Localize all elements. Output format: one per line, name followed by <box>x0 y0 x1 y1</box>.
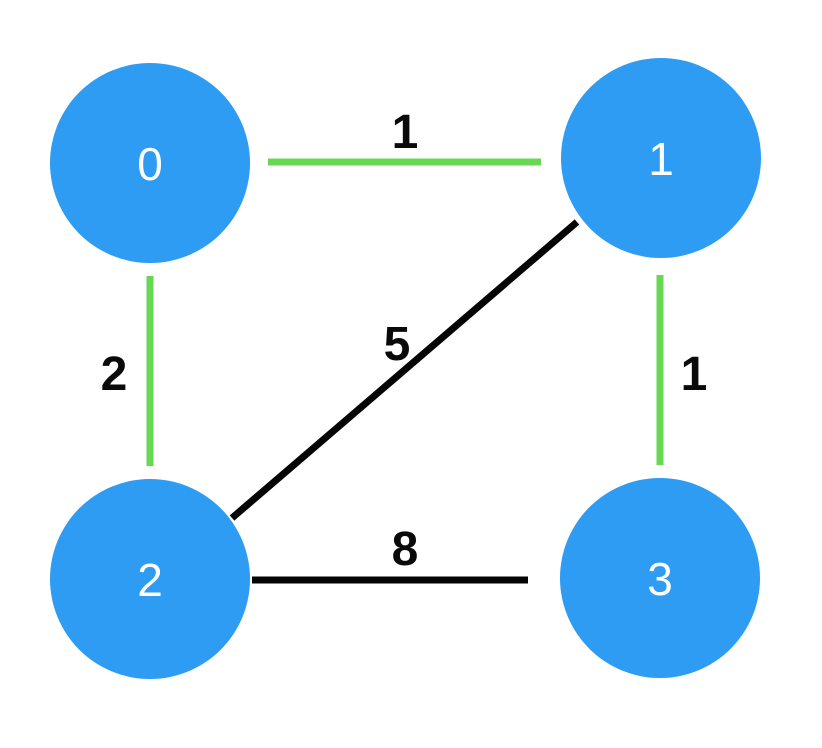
node-label-2: 2 <box>137 554 163 606</box>
edge-weight-label-2-3: 8 <box>392 523 419 576</box>
edge-weight-label-0-2: 2 <box>101 348 128 401</box>
edge-weight-label-0-1: 1 <box>392 106 419 159</box>
node-circle-1[interactable] <box>561 58 761 258</box>
edge-weight-label-1-2: 5 <box>384 318 411 371</box>
edges-layer <box>146 158 664 584</box>
edge-labels-layer: 1 2 1 5 8 <box>101 106 708 576</box>
node-circle-0[interactable] <box>50 63 250 263</box>
graph-edge-1-2 <box>229 219 580 521</box>
node-label-3: 3 <box>647 553 673 605</box>
graph-node-3[interactable]: 3 <box>560 478 760 678</box>
node-label-0: 0 <box>137 138 163 190</box>
nodes-layer: 0 1 2 3 <box>50 58 761 679</box>
graph-node-1[interactable]: 1 <box>561 58 761 258</box>
node-circle-3[interactable] <box>560 478 760 678</box>
node-label-1: 1 <box>648 133 674 185</box>
edge-weight-label-1-3: 1 <box>681 348 708 401</box>
node-circle-2[interactable] <box>50 479 250 679</box>
graph-node-2[interactable]: 2 <box>50 479 250 679</box>
graph-node-0[interactable]: 0 <box>50 63 250 263</box>
